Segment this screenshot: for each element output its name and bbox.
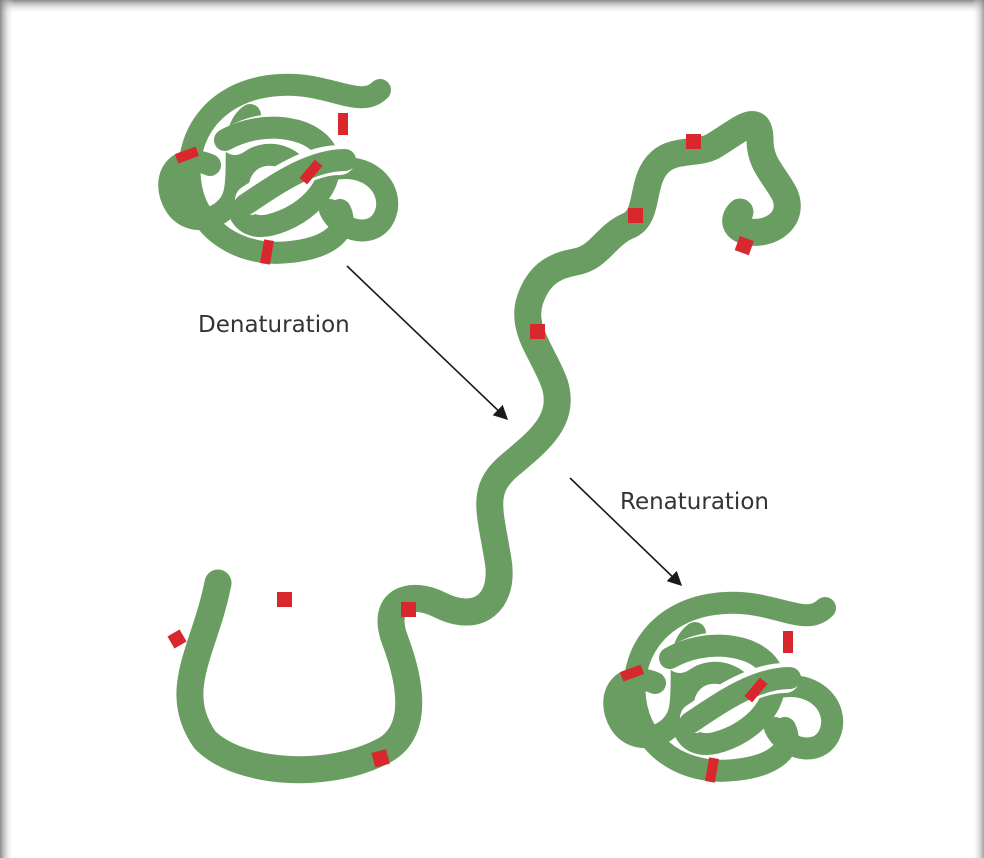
renaturation-label: Renaturation [620,489,769,515]
renatured-right-loop [764,675,844,760]
frame-shadow-left [0,0,14,858]
renaturation-arrow [569,477,683,586]
renatured-outer-loop [623,591,836,782]
disulfide-bond [401,602,416,617]
disulfide-bond [619,664,645,682]
disulfide-bond [744,677,768,703]
disulfide-bond [628,208,643,223]
disulfide-bond [686,134,701,149]
disulfide-bond [299,159,323,185]
folded-protein-renatured [603,591,844,783]
denaturation-label: Denaturation [198,312,350,338]
renatured-cross-strand [659,634,785,756]
frame-shadow-right [972,0,984,858]
native-cross-strand [214,116,340,238]
disulfide-bond [167,629,187,649]
renatured-inner-strand [679,667,801,734]
native-outer-loop [178,73,391,264]
free-cysteine-marker [277,592,292,607]
disulfide-bond [734,236,754,256]
disulfide-bond [704,757,720,783]
denaturation-arrow [346,265,509,420]
frame-shadow-top [0,0,984,14]
folded-protein-native [158,73,399,265]
disulfide-bond [530,324,545,339]
disulfide-bond [338,113,348,135]
native-inner-strand [234,149,356,216]
native-right-loop [319,157,399,242]
disulfide-bond [174,146,200,164]
disulfide-bond [783,631,793,653]
disulfide-bond [371,749,390,768]
disulfide-bond [259,239,275,265]
